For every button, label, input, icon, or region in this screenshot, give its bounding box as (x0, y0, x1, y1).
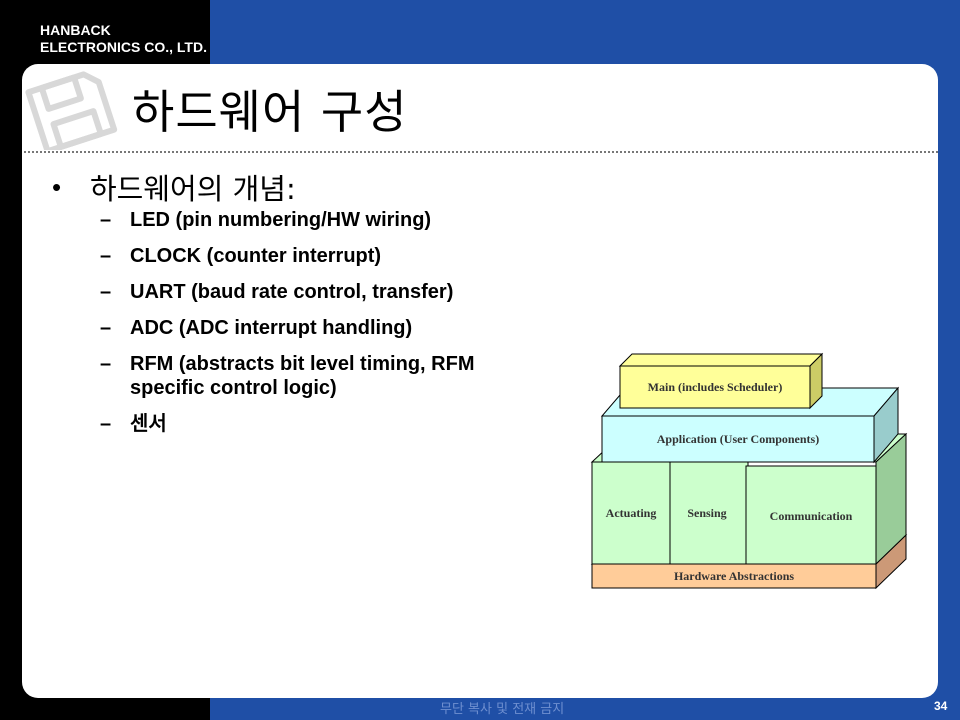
item-text: 센서 (130, 413, 167, 435)
company-name: HANBACK ELECTRONICS CO., LTD. (40, 22, 207, 56)
bullet-dot: • (52, 172, 62, 202)
page-number: 34 (934, 699, 948, 713)
application-label: Application (User Components) (657, 432, 819, 446)
item-dash: – (100, 413, 112, 435)
company-line2: ELECTRONICS CO., LTD. (40, 39, 207, 55)
item-text: UART (baud rate control, transfer) (130, 281, 454, 303)
item-text: CLOCK (counter interrupt) (130, 245, 382, 267)
item-text: LED (pin numbering/HW wiring) (130, 209, 432, 231)
sensing-label: Sensing (687, 506, 726, 520)
page-title: 하드웨어 구성 (132, 85, 408, 139)
communication-label: Communication (770, 509, 853, 523)
item-dash: – (100, 281, 112, 303)
copyright-footer: 무단 복사 및 전재 금지 (440, 702, 565, 717)
item-dash: – (100, 245, 112, 267)
tinyos-architecture-diagram: Hardware Abstractions Actuating Sensing … (590, 352, 908, 590)
item-text: RFM (abstracts bit level timing, RFM (130, 353, 475, 375)
company-line1: HANBACK (40, 22, 111, 38)
item-dash: – (100, 353, 112, 375)
item-text-continued: specific control logic) (130, 377, 337, 399)
item-text: ADC (ADC interrupt handling) (130, 317, 413, 339)
floppy-disk-icon (25, 71, 118, 150)
item-dash: – (100, 209, 112, 231)
bullet-heading: 하드웨어의 개념: (90, 172, 296, 206)
item-dash: – (100, 317, 112, 339)
actuating-label: Actuating (606, 506, 657, 520)
main-block: Main (includes Scheduler) (618, 352, 824, 410)
main-label: Main (includes Scheduler) (648, 380, 783, 394)
hardware-label: Hardware Abstractions (674, 569, 794, 583)
title-divider (24, 151, 938, 153)
